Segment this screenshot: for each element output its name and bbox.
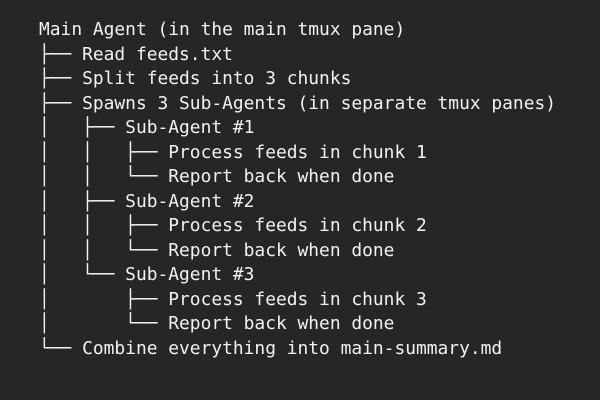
tree-branch: │ └── <box>39 264 126 285</box>
tree-branch: │ │ └── <box>39 166 169 187</box>
tree-branch: ├── <box>39 43 83 65</box>
tree-node: │ │ └── Report back when done <box>39 239 556 264</box>
tree-node-label: Combine everything into main-summary.md <box>82 337 503 359</box>
agent-tree: Main Agent (in the main tmux pane) ├── R… <box>39 18 556 361</box>
tree-branch: └── <box>39 337 83 359</box>
tree-node-label: Report back when done <box>168 313 395 334</box>
tree-branch: │ ├── <box>39 288 169 310</box>
tree-node-label: Process feeds in chunk 1 <box>168 141 427 163</box>
tree-node: ├── Read feeds.txt <box>39 43 556 68</box>
tree-node-label: Spawns 3 Sub-Agents (in separate tmux pa… <box>82 92 557 114</box>
tree-node: │ │ ├── Process feeds in chunk 1 <box>39 141 556 166</box>
tree-node: ├── Spawns 3 Sub-Agents (in separate tmu… <box>39 92 556 117</box>
tree-node-label: Sub-Agent #1 <box>125 117 255 138</box>
tree-node-label: Process feeds in chunk 2 <box>168 215 427 236</box>
tree-node-label: Main Agent (in the main tmux pane) <box>39 19 406 40</box>
tree-node-label: Sub-Agent #3 <box>125 264 255 285</box>
tree-node-label: Report back when done <box>168 239 395 261</box>
tree-branch: │ ├── <box>39 117 126 138</box>
tree-root: Main Agent (in the main tmux pane) <box>39 18 556 43</box>
tree-node-label: Process feeds in chunk 3 <box>168 288 427 310</box>
tree-node-label: Report back when done <box>168 166 395 187</box>
tree-node-label: Read feeds.txt <box>82 43 233 65</box>
tree-node: │ │ ├── Process feeds in chunk 2 <box>39 214 556 239</box>
tree-node: │ └── Report back when done <box>39 312 556 337</box>
tree-node-label: Split feeds into 3 chunks <box>82 68 352 89</box>
tree-branch: ├── <box>39 92 83 114</box>
tree-node: │ │ └── Report back when done <box>39 165 556 190</box>
tree-node-label: Sub-Agent #2 <box>125 190 255 212</box>
tree-node: │ └── Sub-Agent #3 <box>39 263 556 288</box>
tree-node: │ ├── Process feeds in chunk 3 <box>39 288 556 313</box>
tree-node: ├── Split feeds into 3 chunks <box>39 67 556 92</box>
tree-node: └── Combine everything into main-summary… <box>39 337 556 362</box>
tree-branch: │ │ ├── <box>39 215 169 236</box>
tree-branch: ├── <box>39 68 83 89</box>
tree-node: │ ├── Sub-Agent #1 <box>39 116 556 141</box>
tree-branch: │ └── <box>39 313 169 334</box>
tree-branch: │ │ └── <box>39 239 169 261</box>
tree-branch: │ │ ├── <box>39 141 169 163</box>
tree-branch: │ ├── <box>39 190 126 212</box>
tree-node: │ ├── Sub-Agent #2 <box>39 190 556 215</box>
